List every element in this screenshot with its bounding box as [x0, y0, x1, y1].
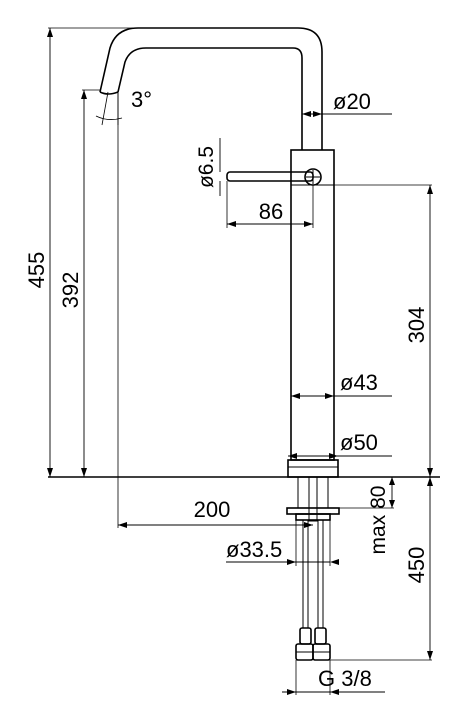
label-connection-thread: G 3/8: [318, 666, 372, 691]
mounting-hardware: [286, 476, 340, 522]
lever-handle: [226, 171, 314, 182]
spout-tip: [99, 91, 119, 95]
label-spout-angle: 3°: [131, 87, 152, 112]
faucet-outline: [48, 27, 440, 661]
label-body-diameter: ø43: [340, 370, 378, 395]
spout-inner-contour: [117, 47, 303, 150]
label-spout-tube-diameter: ø20: [333, 89, 371, 114]
label-spout-height: 392: [58, 272, 83, 309]
label-handle-length: 86: [259, 199, 283, 224]
flexible-hoses: [295, 520, 331, 661]
label-base-diameter: ø50: [340, 430, 378, 455]
label-hose-length: 450: [404, 547, 429, 584]
mounting-rod: [308, 476, 318, 522]
dimension-lines: [47, 28, 433, 695]
faucet-body: [290, 149, 335, 461]
hose-ferrule-left: [299, 627, 312, 645]
extension-lines: [48, 27, 432, 695]
base-ring: [287, 459, 339, 478]
label-spout-reach: 200: [194, 497, 231, 522]
mounting-plate-top: [286, 507, 340, 515]
mounting-nut: [295, 513, 331, 521]
hose-ferrule-right: [314, 627, 327, 645]
spout-outer-contour: [99, 27, 323, 150]
label-hole-diameter: ø33.5: [226, 537, 282, 562]
label-body-height: 304: [404, 307, 429, 344]
dimension-labels: 455 392 3° ø20 ø6.5 86 304 ø43 ø50 200 m…: [24, 87, 429, 691]
label-max-deck-thickness: max 80: [367, 486, 390, 555]
label-handle-diameter: ø6.5: [195, 146, 218, 188]
label-total-height: 455: [24, 252, 49, 289]
